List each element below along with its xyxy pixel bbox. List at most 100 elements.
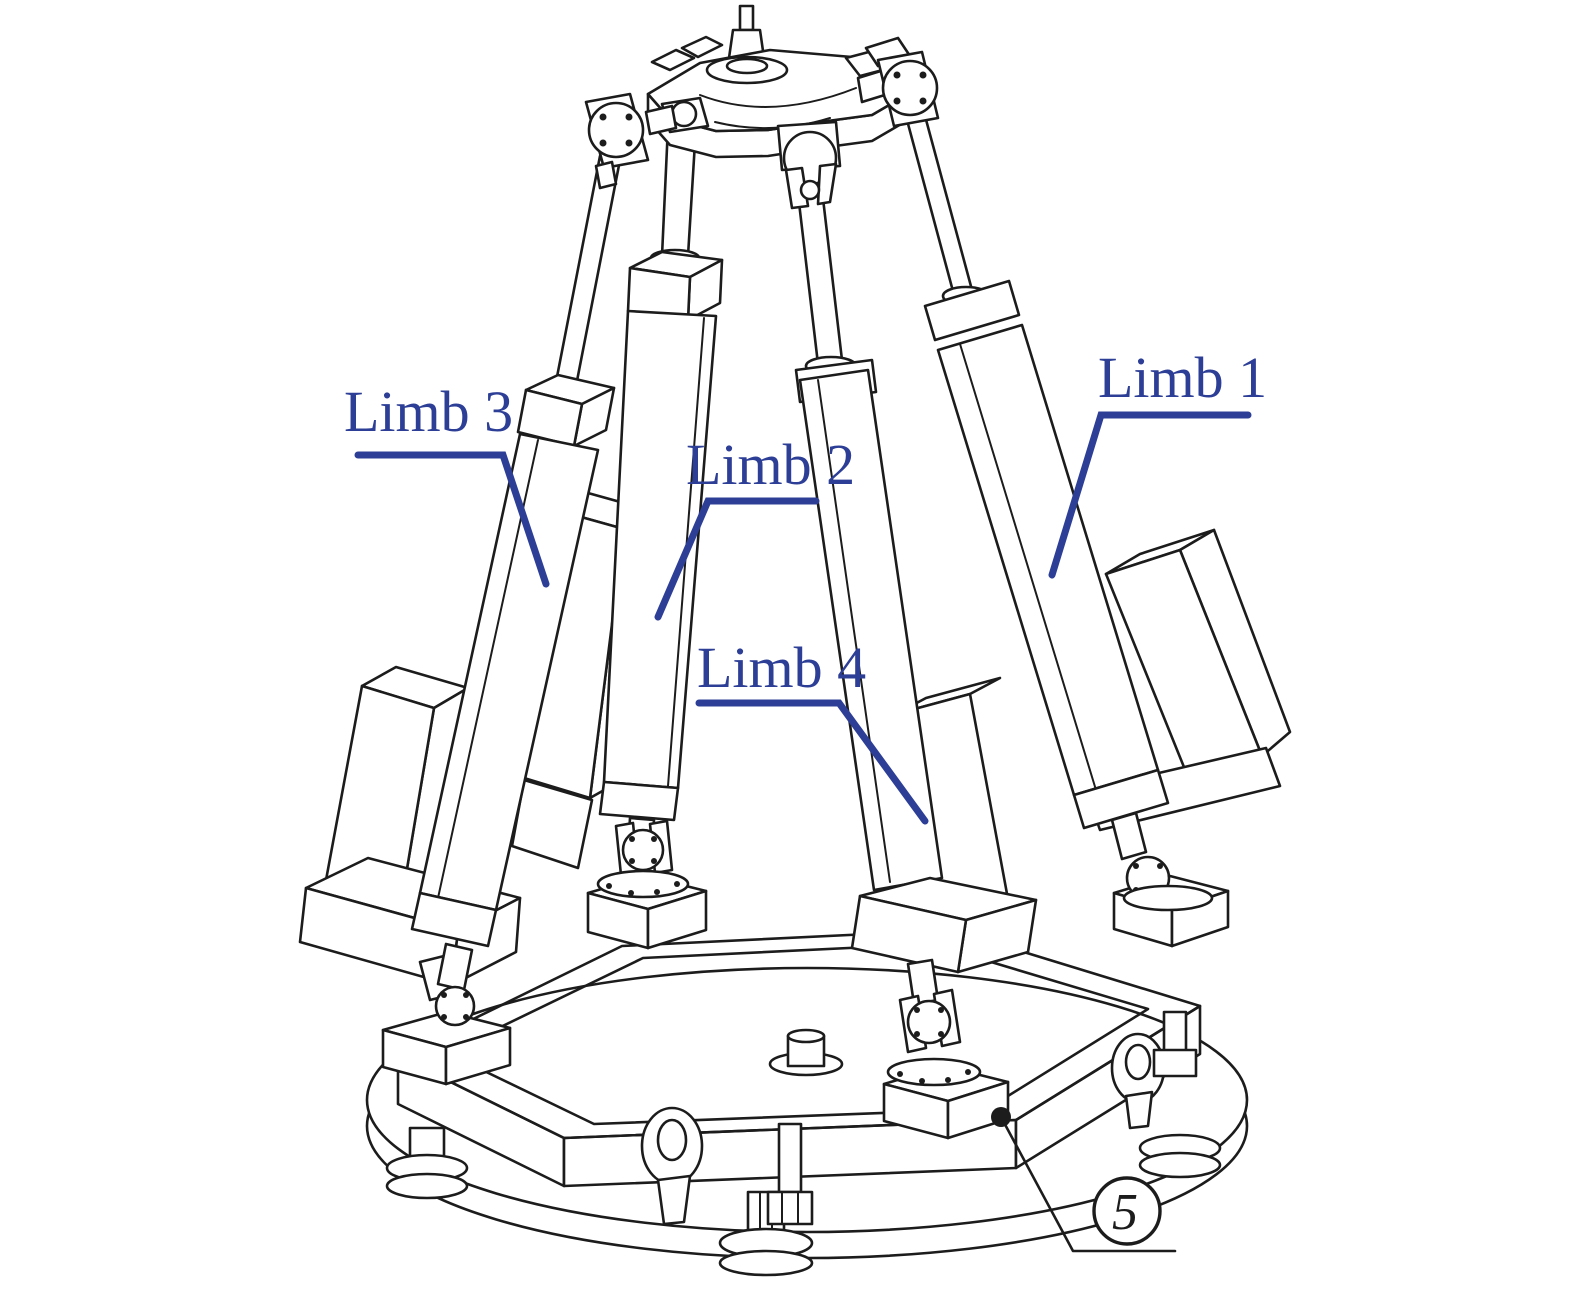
- limb-2-label-group: Limb 2: [654, 432, 855, 621]
- platform-lug-left2: [680, 35, 724, 59]
- limb-4-label-group: Limb 4: [695, 635, 929, 825]
- limb4-upper-rod: [796, 188, 844, 366]
- flange-bolt: [965, 1069, 971, 1075]
- limb-3-group: [410, 154, 622, 1027]
- flange-bolt: [599, 113, 607, 121]
- joint-flange: [587, 101, 645, 159]
- hexagon-frame-inner-edge: [445, 942, 1150, 1126]
- limb-1-label-group: Limb 1: [1048, 345, 1267, 579]
- stud-right: [1152, 1010, 1198, 1078]
- platform-top-curve: [699, 87, 857, 108]
- pedestal-side: [444, 1026, 512, 1086]
- limb4-carriage-front: [850, 894, 968, 974]
- eye-ring-inner: [656, 1118, 688, 1162]
- joint-fork: [594, 160, 618, 190]
- platform-front-curve: [714, 117, 831, 130]
- limb-3-label: Limb 3: [344, 379, 513, 444]
- limb-3-label-group: Limb 3: [344, 379, 550, 588]
- limb2-base-flange: [596, 869, 690, 899]
- limb1-lower-rod: [1110, 811, 1148, 861]
- limb-1-leader-line: [1048, 411, 1252, 579]
- flange-bolt: [628, 890, 634, 896]
- limb-2-group: [596, 124, 724, 899]
- limb-4-leader-line: [695, 699, 929, 825]
- pin-dot: [629, 836, 635, 842]
- stud-rod: [1162, 1010, 1188, 1054]
- flange-bolt: [674, 881, 680, 887]
- pin-dot: [441, 1014, 447, 1020]
- eye-ring-inner: [1124, 1043, 1152, 1081]
- pedestal-side: [646, 889, 708, 950]
- pin-dot: [938, 1031, 944, 1037]
- pin-dot: [938, 1007, 944, 1013]
- limb4-base-flange: [886, 1057, 982, 1087]
- hexagon-frame-outer-edge: [396, 928, 1202, 1140]
- limb1-bottom-cap: [1072, 768, 1170, 830]
- joint-pin: [799, 179, 821, 201]
- balloon-number: 5: [1112, 1184, 1138, 1241]
- ujoint-top-limb4: [776, 120, 842, 210]
- eye-bolt-right: [1110, 1032, 1166, 1130]
- flange-bolt: [625, 113, 633, 121]
- balloon-circle: [1092, 1176, 1162, 1246]
- pin-dot: [1133, 863, 1139, 869]
- limb-4-label: Limb 4: [697, 635, 866, 700]
- limb3-bottom-cap: [410, 891, 498, 948]
- flange-bolt: [625, 139, 633, 147]
- limb1-top-cap: [923, 279, 1021, 342]
- ujoint-top-limb1: [856, 36, 940, 128]
- flange-bolt: [919, 71, 927, 79]
- annotations: Limb 3 Limb 2 Limb 1 Limb 4 5: [344, 345, 1267, 1253]
- limb-2-leader-line: [654, 497, 820, 621]
- leveling-foot-front: [718, 1190, 814, 1277]
- pin-dot: [463, 1014, 469, 1020]
- top-universal-joints: [584, 36, 940, 210]
- stud-nut: [1152, 1048, 1198, 1078]
- limb-3-leader-line: [354, 451, 550, 588]
- pin-dot: [463, 992, 469, 998]
- limb-1-label: Limb 1: [1098, 345, 1267, 410]
- bolt-top: [786, 1028, 826, 1044]
- platform-lug-left: [650, 48, 696, 72]
- foot-pad: [385, 1172, 469, 1200]
- limb2-bottom-cap: [598, 780, 680, 822]
- flange-bolt: [893, 97, 901, 105]
- leveling-foot-left: [385, 1126, 469, 1200]
- flange-bolt: [654, 889, 660, 895]
- limb2-ujoint-pin: [621, 828, 665, 872]
- foot-pad: [1138, 1151, 1222, 1179]
- flange-bolt: [893, 71, 901, 79]
- limb-4-group: [794, 188, 1038, 1087]
- spindle-probe: [738, 4, 755, 32]
- center-bolt: [768, 1028, 844, 1077]
- limb3-ujoint-pin: [434, 985, 476, 1027]
- pedestal-limb3: [381, 1010, 512, 1086]
- pin-dot: [441, 992, 447, 998]
- pin-dot: [1157, 863, 1163, 869]
- flange-bolt: [919, 1078, 925, 1084]
- part-balloon-5-group: 5: [991, 1107, 1177, 1253]
- leveling-foot-right: [1138, 1133, 1222, 1179]
- limb1-body-edge-line: [959, 343, 1097, 791]
- foot-pad: [718, 1249, 814, 1277]
- flange-bolt: [919, 97, 927, 105]
- pin-dot: [914, 1007, 920, 1013]
- limb-2-label: Limb 2: [686, 432, 855, 497]
- pin-dot: [629, 858, 635, 864]
- flange-bolt: [897, 1071, 903, 1077]
- flange-bolt: [606, 883, 612, 889]
- spindle-boss-inner: [725, 57, 769, 75]
- limb4-ujoint-pin: [906, 999, 952, 1045]
- pin-dot: [651, 836, 657, 842]
- stud-nut-facets: [781, 1191, 799, 1225]
- flange-bolt: [945, 1077, 951, 1083]
- pin-dot: [651, 858, 657, 864]
- balloon-leader-line: [999, 1115, 1177, 1253]
- stud-front: [766, 1122, 814, 1226]
- joint-flange: [881, 59, 939, 117]
- eye-stem: [656, 1174, 692, 1226]
- eye-stem: [1124, 1090, 1154, 1130]
- limb1-base-flange: [1122, 884, 1214, 912]
- limb-1-group: [898, 88, 1214, 912]
